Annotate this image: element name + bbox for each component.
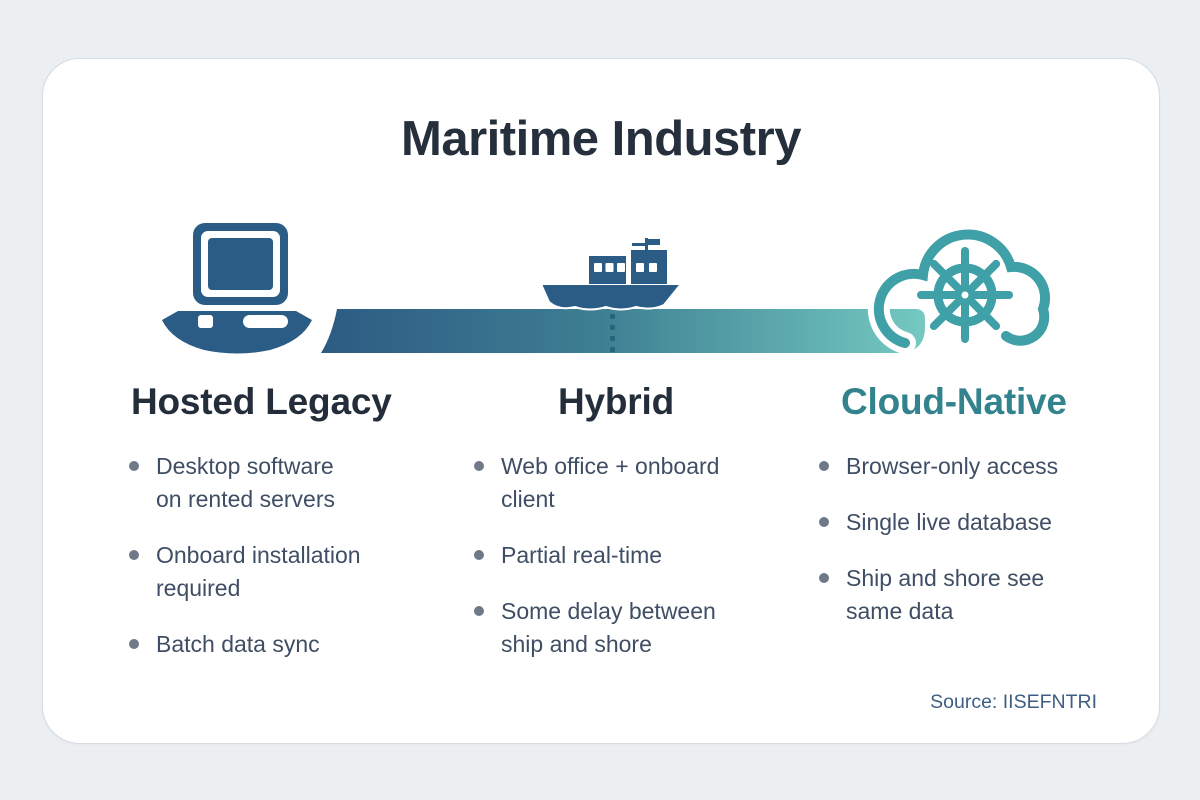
cloud-outline-icon (873, 229, 1051, 348)
source-attribution: Source: IISEFNTRI (930, 691, 1097, 713)
list-item-text: Web office + onboard client (501, 452, 720, 512)
desktop-computer-boat-icon (162, 223, 312, 354)
bullet-icon (819, 516, 829, 527)
list-item: Single live database (819, 506, 1149, 539)
cargo-ship-icon (539, 238, 684, 311)
list-item-text: Batch data sync (156, 630, 320, 657)
hosted-legacy-feature-list: Desktop software on rented servers Onboa… (129, 450, 459, 661)
cloud-native-feature-list: Browser-only access Single live database… (819, 450, 1149, 628)
stage-column-hosted-legacy: Hosted Legacy Desktop software on rented… (129, 381, 459, 684)
bullet-icon (819, 460, 829, 471)
list-item: Batch data sync (129, 628, 459, 661)
page-title: Maritime Industry (401, 112, 801, 166)
infographic-card: Maritime Industry (42, 58, 1160, 744)
bullet-icon (819, 572, 829, 583)
list-item-text: Onboard installation required (156, 541, 361, 601)
list-item: Desktop software on rented servers (129, 450, 459, 516)
stage-column-hybrid: Hybrid Web office + onboard client Parti… (474, 381, 804, 684)
list-item: Browser-only access (819, 450, 1149, 483)
bullet-icon (129, 549, 139, 560)
list-item: Web office + onboard client (474, 450, 804, 516)
list-item: Some delay between ship and shore (474, 595, 804, 661)
list-item-text: Desktop software on rented servers (156, 452, 335, 512)
bullet-icon (474, 605, 484, 616)
hybrid-feature-list: Web office + onboard client Partial real… (474, 450, 804, 661)
list-item-text: Browser-only access (846, 452, 1059, 479)
list-item: Onboard installation required (129, 539, 459, 605)
list-item-text: Partial real-time (501, 541, 663, 568)
list-item: Partial real-time (474, 539, 804, 572)
list-item-text: Ship and shore see same data (846, 564, 1045, 624)
list-item-text: Single live database (846, 508, 1052, 535)
stage-heading-hybrid: Hybrid (558, 381, 674, 422)
list-item: Ship and shore see same data (819, 562, 1149, 628)
list-item-text: Some delay between ship and shore (501, 597, 716, 657)
cloud-helm-icon (867, 223, 1057, 354)
bullet-icon (474, 549, 484, 560)
bullet-icon (129, 460, 139, 471)
gradient-flow-band (321, 309, 925, 353)
dotted-divider-icon (610, 314, 615, 352)
stage-heading-hosted-legacy: Hosted Legacy (131, 381, 392, 422)
bullet-icon (129, 638, 139, 649)
stage-heading-cloud-native: Cloud-Native (841, 381, 1067, 422)
bullet-icon (474, 460, 484, 471)
stage-column-cloud-native: Cloud-Native Browser-only access Single … (819, 381, 1149, 651)
